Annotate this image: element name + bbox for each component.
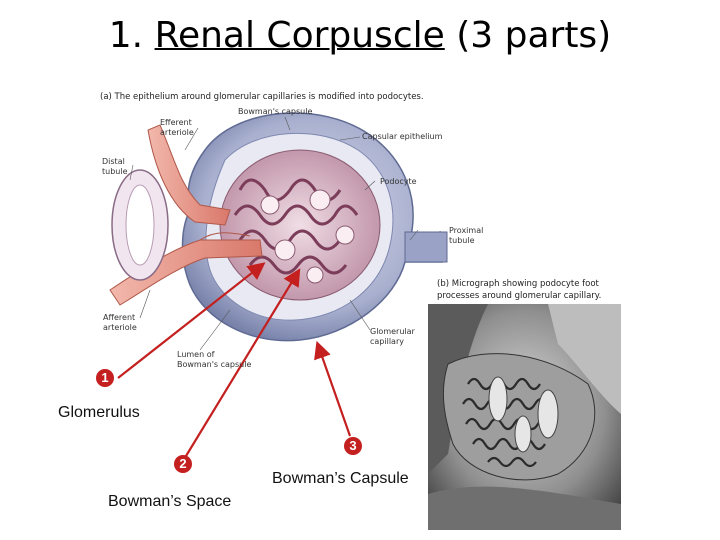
label-lumen-line2: Bowman's capsule	[177, 360, 251, 370]
micrograph-image	[428, 304, 621, 530]
label-distal-tubule: Distal tubule	[102, 157, 128, 177]
label-lumen-bowmans: Lumen of Bowman's capsule	[177, 350, 251, 370]
figure-caption-b: (b) Micrograph showing podocyte foot pro…	[437, 278, 637, 302]
label-proximal-tubule: Proximal tubule	[449, 226, 483, 246]
label-afferent-arteriole: Afferent arteriole	[103, 313, 137, 333]
label-proximal-line1: Proximal	[449, 226, 483, 236]
label-distal-line1: Distal	[102, 157, 128, 167]
label-glomerular-line2: capillary	[370, 337, 415, 347]
label-lumen-line1: Lumen of	[177, 350, 251, 360]
label-glomerular-capillary: Glomerular capillary	[370, 327, 415, 347]
label-distal-line2: tubule	[102, 167, 128, 177]
callout-label-glomerulus: Glomerulus	[58, 404, 140, 422]
callout-number-1: 1	[96, 369, 114, 387]
distal-tubule	[112, 170, 168, 280]
label-efferent-arteriole: Efferent arteriole	[160, 118, 194, 138]
podocyte-micrograph	[428, 304, 621, 530]
callout-label-bowmans-space: Bowman’s Space	[108, 493, 231, 511]
callout-label-bowmans-capsule: Bowman’s Capsule	[272, 470, 409, 488]
label-efferent-line2: arteriole	[160, 128, 194, 138]
proximal-tubule	[405, 232, 447, 262]
label-glomerular-line1: Glomerular	[370, 327, 415, 337]
figure-caption-a: (a) The epithelium around glomerular cap…	[100, 92, 424, 102]
callout-number-2: 2	[174, 455, 192, 473]
label-proximal-line2: tubule	[449, 236, 483, 246]
label-afferent-line2: arteriole	[103, 323, 137, 333]
label-bowmans-capsule: Bowman's capsule	[238, 107, 312, 117]
figure-caption-b-line2: processes around glomerular capillary.	[437, 290, 637, 302]
glomerulus-tangle	[220, 150, 380, 300]
label-podocyte: Podocyte	[380, 177, 417, 187]
callout-number-3: 3	[344, 437, 362, 455]
label-efferent-line1: Efferent	[160, 118, 194, 128]
label-capsular-epithelium: Capsular epithelium	[362, 132, 442, 142]
figure-caption-b-line1: (b) Micrograph showing podocyte foot	[437, 278, 637, 290]
label-afferent-line1: Afferent	[103, 313, 137, 323]
